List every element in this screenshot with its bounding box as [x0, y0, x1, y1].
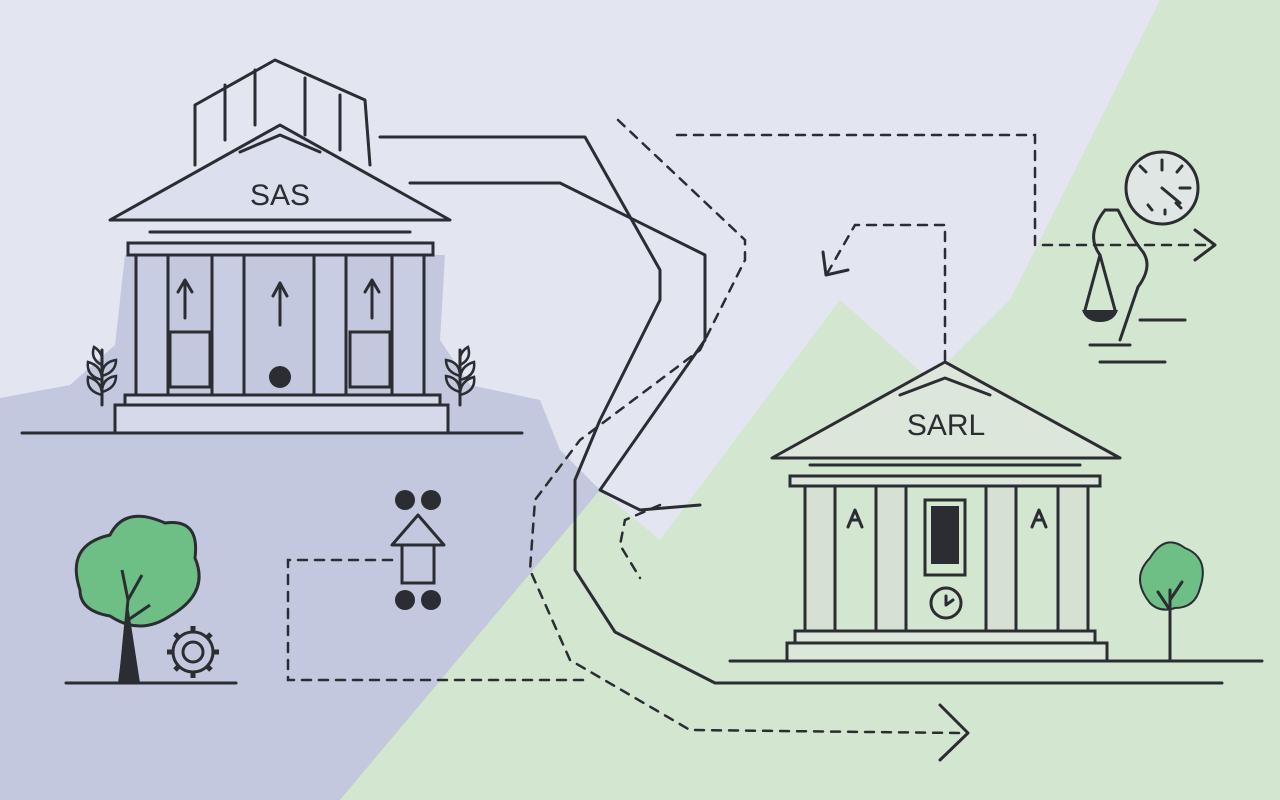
right-region [340, 0, 1280, 800]
connector-paths [378, 118, 1224, 762]
tree-icon [64, 514, 238, 685]
up-arrow-icon [176, 278, 381, 327]
gear-icon [167, 626, 219, 678]
small-tree-icon [1139, 541, 1204, 663]
sarl-building: SARL [728, 360, 1264, 663]
scales-icon [1082, 150, 1200, 364]
clock-icon [929, 586, 963, 620]
sas-label: SAS [250, 179, 310, 212]
step-diagram [286, 490, 592, 682]
laurel-icon [86, 345, 476, 407]
sas-building: SAS [20, 58, 524, 435]
sarl-label: SARL [907, 409, 985, 442]
